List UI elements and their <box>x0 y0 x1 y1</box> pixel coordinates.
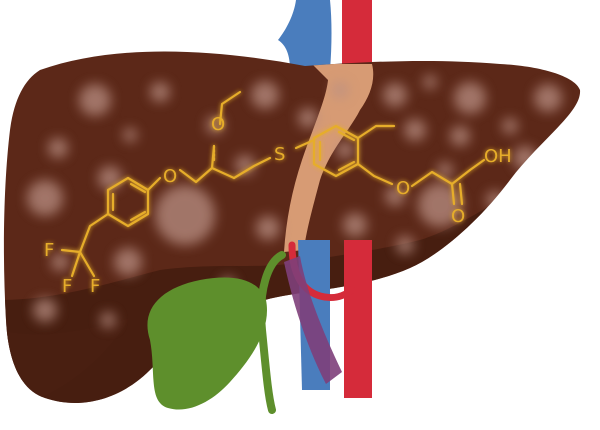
great-vessels <box>278 0 372 72</box>
methyl-bond <box>356 124 396 140</box>
lesion <box>336 141 354 159</box>
lesion <box>251 81 279 109</box>
benzene-inner-bond <box>129 182 147 194</box>
chain-bond <box>146 176 162 192</box>
lesion <box>100 312 116 328</box>
lesion <box>298 108 318 128</box>
lesion <box>98 166 122 190</box>
chain-bond <box>410 168 472 188</box>
lesion <box>502 118 518 134</box>
chain-bond <box>218 90 242 126</box>
portal-vein <box>284 256 342 384</box>
atom-fluorine-3: F <box>90 276 100 297</box>
benzene-inner-bond <box>129 210 147 222</box>
lesion <box>51 253 69 271</box>
aorta-upper <box>342 0 372 72</box>
chain-bond <box>294 138 316 150</box>
lower-structures <box>147 240 372 414</box>
lesion <box>385 186 405 206</box>
benzene-inner-bond <box>337 130 356 142</box>
chain-bond <box>232 156 272 180</box>
atom-sulfur: S <box>274 144 285 165</box>
carbonyl-bond <box>458 182 464 206</box>
atom-oxygen-acid-carbonyl: O <box>451 206 465 227</box>
lesion <box>404 119 426 141</box>
lesion <box>33 298 57 322</box>
molecule-atoms: O O S O OH O F F F <box>44 114 512 297</box>
lesion <box>79 84 111 116</box>
atom-oxygen-aryl-right: O <box>396 178 410 199</box>
lesion <box>437 162 453 178</box>
inferior-vena-cava-upper <box>278 0 332 70</box>
cf3-bond <box>78 250 96 278</box>
aorta-lower <box>344 240 372 398</box>
lesion <box>513 146 537 170</box>
liver-right-lobe-edge <box>3 318 130 398</box>
lesion <box>332 82 348 98</box>
lesion <box>450 126 470 146</box>
lesion <box>486 191 504 209</box>
lesion <box>155 185 215 245</box>
benzene-inner-bond <box>337 160 356 172</box>
atom-fluorine-1: F <box>44 240 54 261</box>
atom-fluorine-2: F <box>62 276 72 297</box>
lesion <box>383 83 407 107</box>
cf3-bond <box>70 250 82 278</box>
cf3-bond <box>78 212 110 254</box>
lesion <box>114 248 142 276</box>
lesion <box>123 128 137 142</box>
gallbladder <box>147 277 268 410</box>
lesion <box>235 155 255 175</box>
lesion <box>48 138 68 158</box>
atom-oxygen-aryl-left: O <box>163 166 177 187</box>
atom-oxygen-ether-top: O <box>211 114 225 135</box>
drug-molecule <box>60 90 486 278</box>
lesion <box>534 84 562 112</box>
lesion <box>27 180 63 216</box>
falciform-ligament <box>284 64 374 252</box>
lesion <box>396 236 414 254</box>
atom-oxygen-acid-oh: OH <box>484 146 512 167</box>
liver-lesions <box>27 75 562 328</box>
lesion <box>343 213 367 237</box>
lesion <box>418 183 462 227</box>
chain-bond <box>178 166 236 184</box>
lesion <box>454 82 486 114</box>
cf3-bond <box>60 248 82 254</box>
lesion <box>256 216 280 240</box>
carbonyl-bond <box>450 182 456 206</box>
chain-bond <box>356 162 394 186</box>
lesion <box>423 75 437 89</box>
hydroxyl-bond <box>468 158 486 172</box>
lesion <box>150 82 170 102</box>
